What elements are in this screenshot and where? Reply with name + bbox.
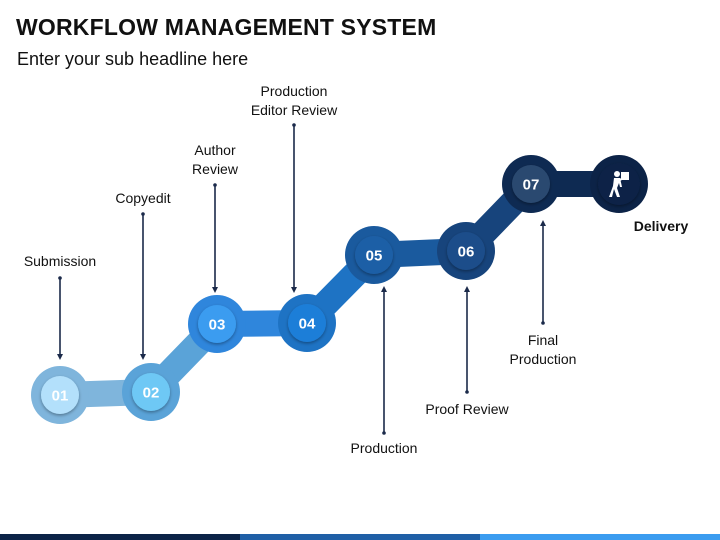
step-label: Proof Review (425, 401, 509, 417)
connector-dot (58, 276, 62, 280)
step-label: Production Editor Review (250, 83, 338, 118)
step-number: 06 (458, 244, 475, 261)
step-node: 06 (447, 232, 485, 270)
step-number: 04 (299, 316, 316, 333)
step-inner-circle (132, 373, 170, 411)
step-node: 03 (198, 305, 236, 343)
step-node: 07 (512, 165, 550, 203)
step-label: Copyedit (115, 190, 171, 206)
step-inner-circle (447, 232, 485, 270)
step-number: 05 (366, 248, 383, 265)
connector-arrowhead (540, 220, 546, 226)
connector-arrowhead (464, 286, 470, 292)
delivery-person-icon (598, 163, 640, 205)
step-inner-circle (355, 236, 393, 274)
page-title: WORKFLOW MANAGEMENT SYSTEM (16, 14, 437, 40)
connector-dot (292, 123, 296, 127)
step-node: 05 (355, 236, 393, 274)
connector-dot (213, 183, 217, 187)
page-subtitle: Enter your sub headline here (17, 49, 249, 69)
step-number: 03 (209, 317, 226, 334)
connector-arrowhead (212, 287, 218, 293)
connector-dot (382, 431, 386, 435)
step-inner-circle (288, 304, 326, 342)
step-node: 02 (132, 373, 170, 411)
step-label: Production (350, 440, 418, 456)
step-inner-circle (41, 376, 79, 414)
delivery-inner-circle (598, 163, 640, 205)
delivery-label: Delivery (633, 218, 689, 234)
step-label: Final Production (509, 332, 577, 367)
step-number: 02 (143, 385, 160, 402)
connector-arrowhead (140, 354, 146, 360)
connector-arrowhead (57, 354, 63, 360)
step-node: 01 (41, 376, 79, 414)
step-number: 07 (523, 177, 540, 194)
step-node: 04 (288, 304, 326, 342)
connector-dot (465, 390, 469, 394)
step-label: Submission (23, 253, 97, 269)
connector-arrowhead (291, 287, 297, 293)
step-inner-circle (512, 165, 550, 203)
step-inner-circle (198, 305, 236, 343)
step-label: Author Review (192, 142, 238, 177)
connector-dot (541, 321, 545, 325)
step-number: 01 (52, 388, 69, 405)
footer-accent-bar (0, 534, 720, 540)
connector-dot (141, 212, 145, 216)
connector-arrowhead (381, 286, 387, 292)
